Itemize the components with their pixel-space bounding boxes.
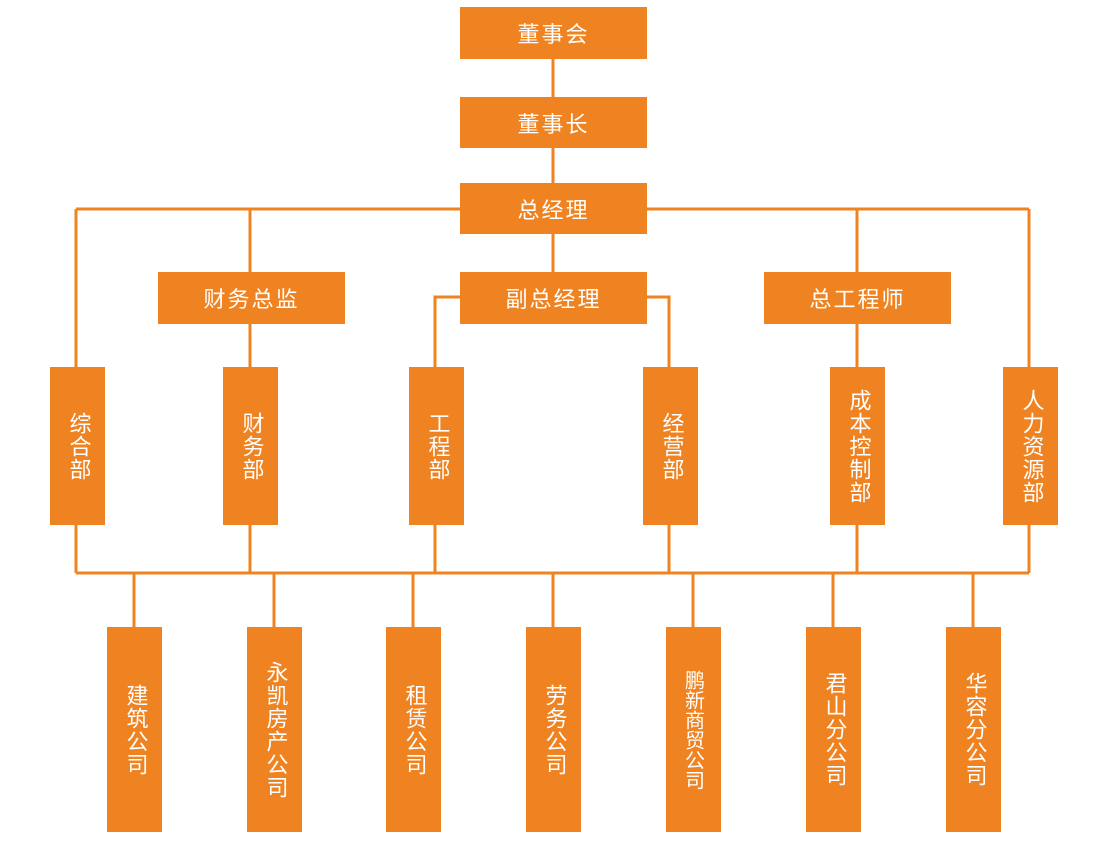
node-finance-director: 财务总监 — [158, 272, 345, 324]
dept-general-affairs-label: 综合部 — [65, 411, 91, 481]
node-company-construction: 建筑公司 — [107, 627, 162, 832]
dept-human-resources-label: 人力资源部 — [1018, 388, 1044, 504]
node-company-leasing: 租赁公司 — [386, 627, 441, 832]
node-company-pengxin-trading: 鹏新商贸公司 — [666, 627, 721, 832]
node-company-huarong-branch: 华容分公司 — [946, 627, 1001, 832]
node-dept-cost-control: 成本控制部 — [830, 367, 885, 525]
company-leasing-label: 租赁公司 — [401, 683, 427, 776]
company-construction-label: 建筑公司 — [122, 683, 148, 776]
node-dept-general-affairs: 综合部 — [50, 367, 105, 525]
node-deputy-general-manager-label: 副总经理 — [505, 288, 602, 313]
node-finance-director-label: 财务总监 — [203, 288, 300, 313]
node-chief-engineer-label: 总工程师 — [809, 288, 906, 313]
dept-operations-label: 经营部 — [658, 411, 684, 481]
company-pengxin-trading-label: 鹏新商贸公司 — [681, 669, 706, 790]
node-deputy-general-manager: 副总经理 — [460, 272, 647, 324]
company-junshan-branch-label: 君山分公司 — [821, 672, 847, 787]
company-labor-label: 劳务公司 — [541, 683, 567, 776]
node-dept-engineering: 工程部 — [409, 367, 464, 525]
dept-engineering-label: 工程部 — [424, 411, 450, 481]
node-board: 董事会 — [460, 7, 647, 59]
connector-deputy-engineering — [433, 295, 460, 368]
node-company-yongkai-real-estate: 永凯房产公司 — [247, 627, 302, 832]
dept-cost-control-label: 成本控制部 — [845, 388, 871, 504]
company-huarong-branch-label: 华容分公司 — [961, 672, 987, 787]
node-dept-finance: 财务部 — [223, 367, 278, 525]
dept-finance-label: 财务部 — [238, 411, 264, 481]
node-dept-operations: 经营部 — [643, 367, 698, 525]
node-company-labor: 劳务公司 — [526, 627, 581, 832]
node-general-manager: 总经理 — [460, 183, 647, 234]
connector-deputy-operations — [646, 295, 671, 368]
company-yongkai-real-estate-label: 永凯房产公司 — [262, 660, 288, 799]
node-board-label: 董事会 — [517, 23, 590, 48]
node-chief-engineer: 总工程师 — [764, 272, 951, 324]
node-chairman: 董事长 — [460, 97, 647, 148]
node-company-junshan-branch: 君山分公司 — [806, 627, 861, 832]
node-dept-human-resources: 人力资源部 — [1003, 367, 1058, 525]
node-chairman-label: 董事长 — [517, 112, 590, 138]
node-general-manager-label: 总经理 — [517, 198, 590, 224]
